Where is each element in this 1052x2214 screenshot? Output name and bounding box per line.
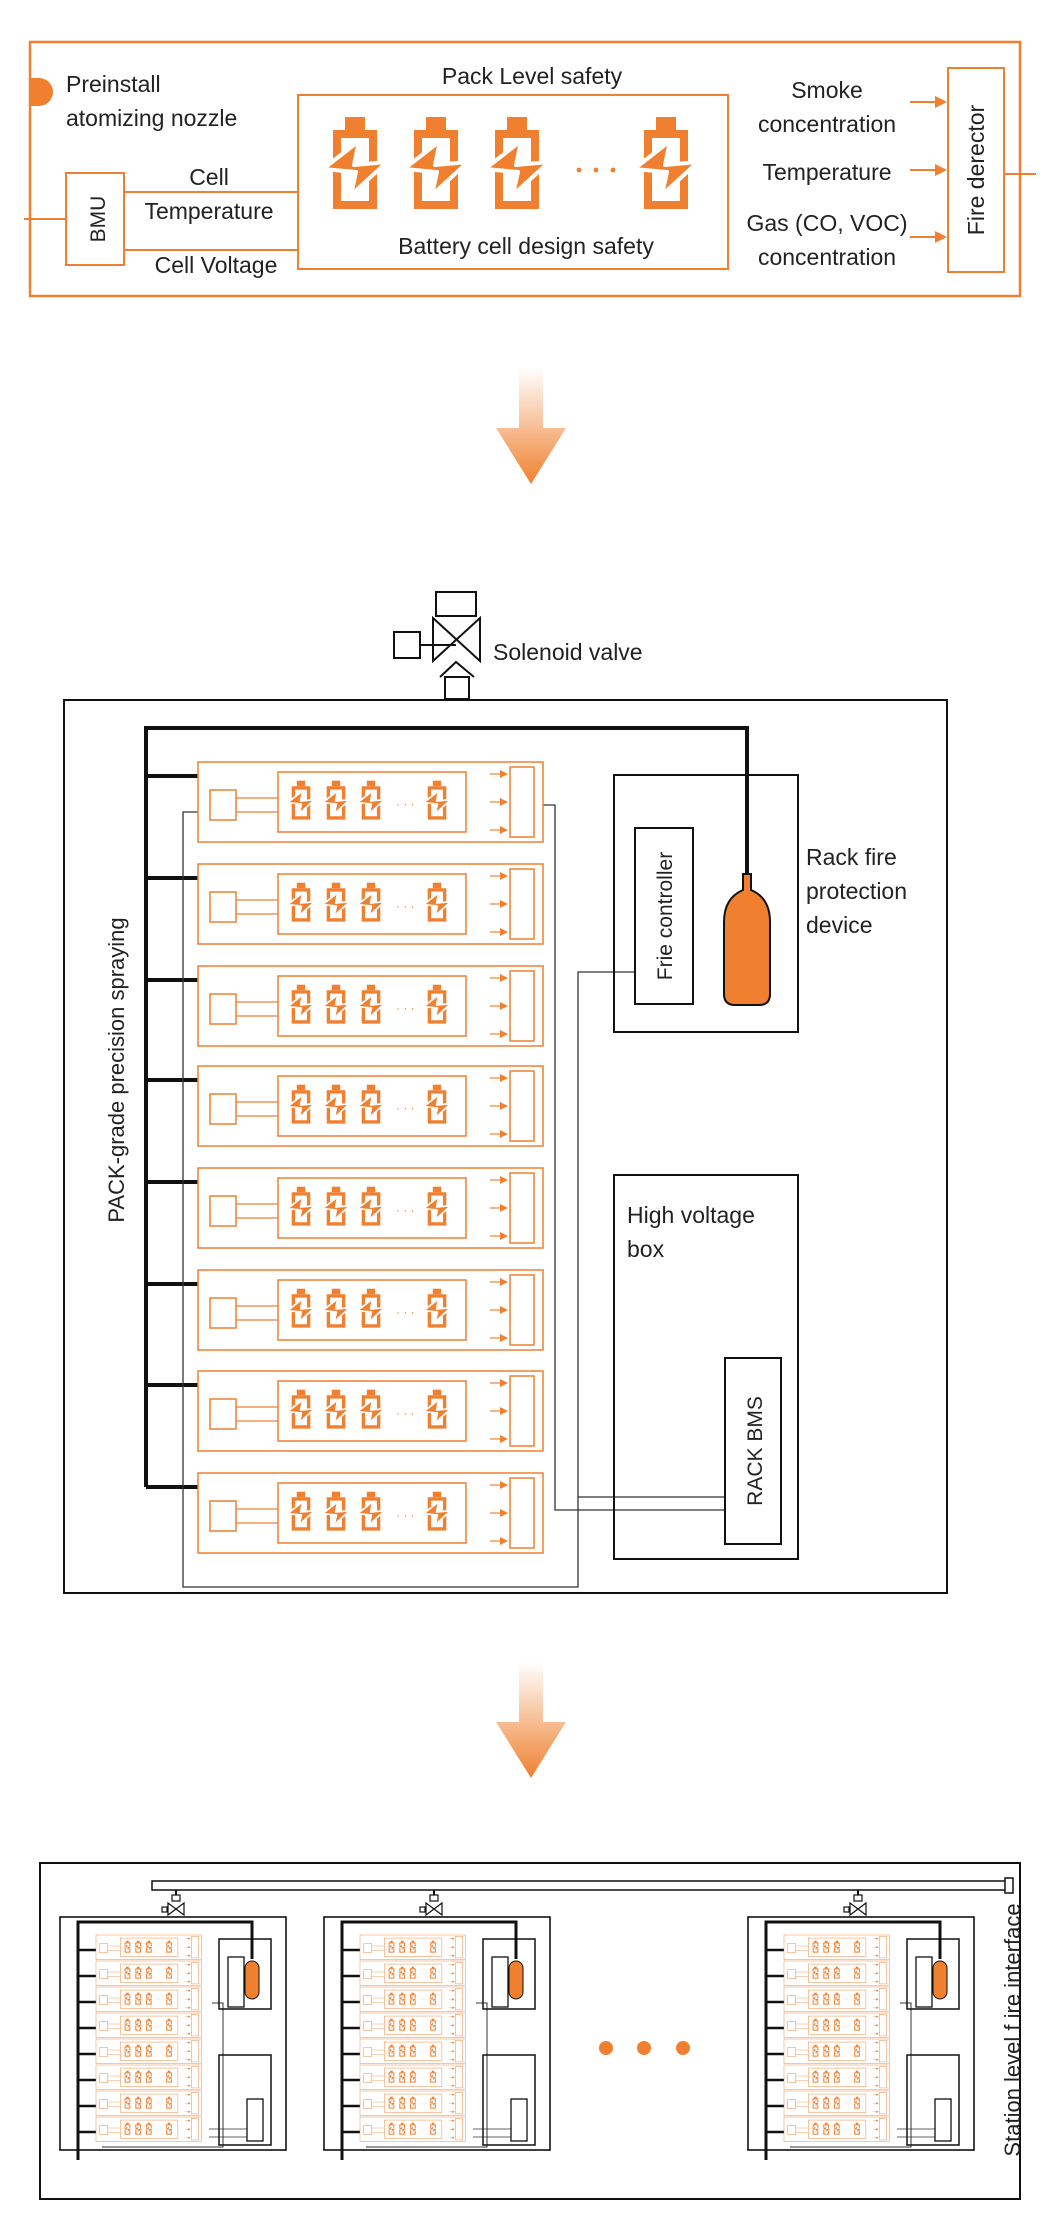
bus-line-outer bbox=[182, 811, 725, 1588]
pack-level-section: Preinstall atomizing nozzle BMU Cell Tem… bbox=[24, 40, 1036, 298]
pack-module bbox=[198, 1371, 543, 1451]
spray-pipe bbox=[144, 726, 749, 1487]
station-level-section: Station level f ire interface bbox=[39, 1862, 1025, 2200]
station-main-pipe bbox=[151, 1880, 1011, 1891]
rack-cabinet bbox=[63, 699, 948, 1594]
rack-level-section: Solenoid valve PACK-grade precision spra… bbox=[63, 591, 948, 1594]
gas-label-line2: concentration bbox=[758, 244, 896, 270]
battery-icon bbox=[634, 117, 698, 209]
station-pipe-cap bbox=[1004, 1877, 1014, 1894]
nozzle-label-line1: Preinstall bbox=[66, 71, 161, 97]
controller-line bbox=[577, 971, 635, 1497]
pack-module bbox=[198, 762, 543, 842]
spraying-label: PACK-grade precision spraying bbox=[104, 917, 129, 1222]
bus-line-inner bbox=[543, 804, 725, 1511]
mini-rack-cabinet bbox=[324, 1917, 550, 2160]
high-voltage-box-label-line2: box bbox=[627, 1236, 665, 1262]
gas-label-line1: Gas (CO, VOC) bbox=[746, 210, 907, 236]
bmu-label: BMU bbox=[87, 196, 110, 243]
battery-icon bbox=[404, 117, 468, 209]
pack-module bbox=[198, 1270, 543, 1350]
battery-icon bbox=[485, 117, 549, 209]
ellipsis-dots bbox=[576, 167, 616, 173]
bmu-box bbox=[65, 172, 125, 266]
down-arrow bbox=[496, 1662, 566, 1778]
rack-fire-protection-label-line3: device bbox=[806, 912, 872, 938]
solenoid-valve-label: Solenoid valve bbox=[493, 639, 643, 665]
fire-extinguisher-cylinder bbox=[723, 873, 771, 1006]
pack-module bbox=[198, 864, 543, 944]
fire-controller-label: Frie controller bbox=[654, 852, 677, 980]
high-voltage-box bbox=[613, 1174, 799, 1560]
ellipsis-dots bbox=[599, 2041, 690, 2055]
cell-voltage-label: Cell Voltage bbox=[155, 252, 278, 278]
rack-bms-box bbox=[724, 1357, 782, 1545]
nozzle-label-line2: atomizing nozzle bbox=[66, 105, 237, 131]
rack-fire-protection-label-line1: Rack fire bbox=[806, 844, 897, 870]
high-voltage-box-label-line1: High voltage bbox=[627, 1202, 755, 1228]
fire-detector-box bbox=[947, 67, 1005, 273]
temperature-label: Temperature bbox=[762, 159, 891, 185]
down-arrow bbox=[496, 368, 566, 484]
pack-box bbox=[297, 94, 729, 270]
fire-controller-box bbox=[634, 827, 694, 1005]
station-fire-interface-label: Station level f ire interface bbox=[1000, 1903, 1025, 2156]
station-outer-frame bbox=[39, 1862, 1021, 2200]
pack-level-safety-label: Pack Level safety bbox=[442, 63, 623, 89]
nozzle-icon bbox=[30, 78, 53, 106]
cell-design-safety-label: Battery cell design safety bbox=[398, 233, 654, 259]
smoke-label-line1: Smoke bbox=[791, 77, 863, 103]
solenoid-valve-icon bbox=[393, 591, 481, 700]
rack-fire-protection-device-box bbox=[613, 774, 799, 1033]
mini-rack-cabinet bbox=[748, 1917, 974, 2160]
cell-temp-label-line1: Cell bbox=[189, 164, 229, 190]
rack-fire-protection-label-line2: protection bbox=[806, 878, 907, 904]
cell-temp-label-line2: Temperature bbox=[144, 198, 273, 224]
rack-bms-label: RACK BMS bbox=[744, 1396, 767, 1506]
smoke-label-line2: concentration bbox=[758, 111, 896, 137]
pack-module bbox=[198, 1168, 543, 1248]
pack-outer-frame bbox=[28, 40, 1022, 298]
pack-module bbox=[198, 966, 543, 1046]
sensor-arrows bbox=[910, 96, 947, 243]
pack-module bbox=[198, 1473, 543, 1553]
battery-icon bbox=[323, 117, 387, 209]
pack-module bbox=[198, 1066, 543, 1146]
mini-rack-cabinet bbox=[60, 1917, 286, 2160]
fire-detector-label: Fire derector bbox=[963, 104, 989, 235]
